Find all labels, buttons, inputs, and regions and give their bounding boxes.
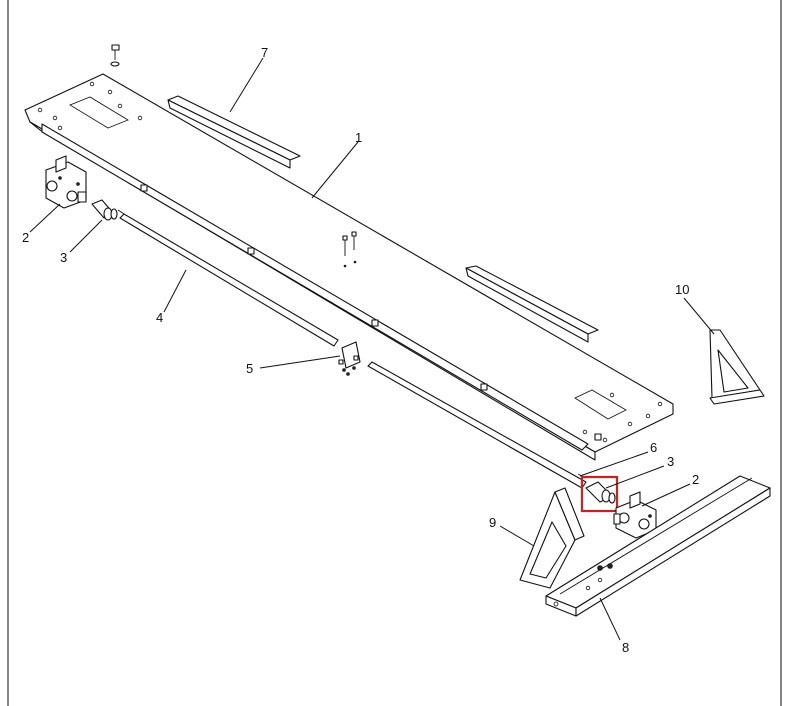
label-6: 6 [650, 440, 657, 455]
center-bearing-part-5[interactable] [338, 341, 361, 376]
front-channel-part-8[interactable] [545, 475, 771, 617]
drive-shaft-right[interactable] [367, 361, 587, 489]
bolt-top-hardware[interactable] [110, 44, 120, 67]
gusset-part-9[interactable] [519, 487, 585, 589]
label-7: 7 [261, 45, 268, 60]
label-4: 4 [156, 310, 163, 325]
angle-bracket-part-7[interactable] [167, 95, 301, 169]
label-2-right: 2 [692, 472, 699, 487]
highlight-box [580, 475, 619, 513]
angle-bracket-part-7b[interactable] [465, 265, 599, 343]
coupler-right-part-3[interactable] [577, 473, 616, 504]
label-1: 1 [355, 130, 362, 145]
drive-shaft-part-4[interactable] [119, 213, 339, 347]
label-2-left: 2 [22, 230, 29, 245]
label-5: 5 [246, 361, 253, 376]
gearbox-right-part-2[interactable] [613, 491, 657, 541]
leader-lines [29, 57, 715, 641]
label-10: 10 [675, 282, 689, 297]
gearbox-left-part-2[interactable] [45, 155, 87, 209]
label-8: 8 [622, 640, 629, 655]
label-9: 9 [489, 515, 496, 530]
label-3-right: 3 [667, 454, 674, 469]
label-3-left: 3 [60, 250, 67, 265]
coupler-left-part-3[interactable] [91, 199, 125, 221]
center-bolts-hardware[interactable] [342, 231, 357, 268]
main-plate-part[interactable] [24, 73, 674, 461]
gusset-part-10[interactable] [709, 329, 765, 405]
